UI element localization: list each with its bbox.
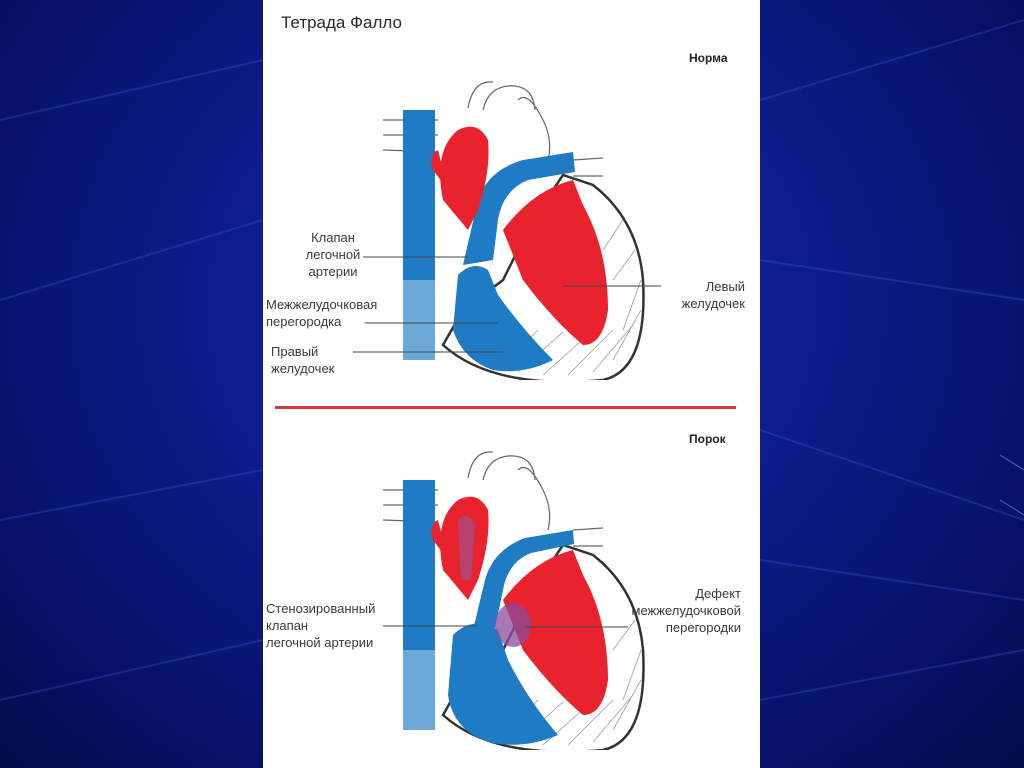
section-divider	[275, 406, 736, 409]
pulmonary-artery	[463, 152, 575, 265]
aorta	[440, 126, 489, 230]
normal-header: Норма	[689, 51, 728, 65]
label-stenosed-valve: Стенозированный клапан легочной артерии	[266, 601, 376, 650]
label-pulmonary-valve: Клапан легочной артерии	[305, 230, 361, 279]
right-ventricle-blood	[453, 266, 553, 372]
label-right-ventricle: Правый желудочек	[271, 344, 335, 376]
septal-defect-mixing	[495, 603, 531, 647]
defect-heart-diagram	[382, 451, 645, 750]
label-septum: Межжелудочковая перегородка	[266, 297, 378, 329]
label-septal-defect: Дефект межжелудочковой перегородки	[631, 586, 741, 635]
slide-page: Тетрада Фалло Норма	[263, 0, 760, 768]
normal-heart-diagram	[353, 81, 661, 380]
label-left-ventricle: Левый желудочек	[681, 279, 745, 311]
defect-header: Порок	[689, 432, 726, 446]
left-ventricle-blood	[503, 180, 608, 345]
vena-cava	[403, 110, 435, 360]
page-title: Тетрада Фалло	[281, 13, 402, 32]
